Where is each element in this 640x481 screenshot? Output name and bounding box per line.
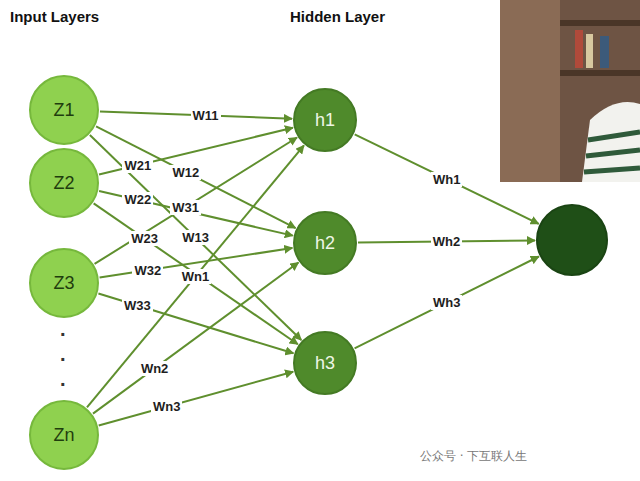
ellipsis-dot: .	[60, 343, 66, 366]
neuron-name: Z3	[53, 273, 74, 294]
webcam-wall	[500, 0, 560, 182]
weight-label: W21	[122, 158, 153, 173]
neuron-circle: h3	[293, 331, 357, 395]
weight-label: W23	[129, 231, 160, 246]
weight-connection	[99, 191, 293, 236]
weight-connection	[99, 372, 293, 426]
neuron-name: h2	[315, 233, 335, 254]
weight-label: Wn2	[139, 361, 170, 376]
weight-label: Wn1	[180, 269, 211, 284]
neuron-circle: h1	[293, 88, 357, 152]
webcam-shelf	[560, 70, 640, 76]
weight-connection	[90, 135, 301, 340]
weight-connection	[355, 134, 539, 223]
webcam-stripes	[584, 132, 640, 172]
neuron-circle: h2	[293, 211, 357, 275]
webcam-person	[582, 102, 640, 182]
circle-outline	[536, 204, 608, 276]
weight-connection	[93, 263, 298, 414]
neuron-name: Z2	[53, 173, 74, 194]
weight-label: W12	[170, 165, 201, 180]
layer-heading: Input Layers	[10, 8, 99, 25]
neuron-circle: Z1	[29, 75, 99, 145]
weight-label: W13	[180, 230, 211, 245]
weight-label: Wh2	[431, 234, 462, 249]
neuron-circle	[536, 204, 608, 276]
layer-heading: Hidden Layer	[290, 8, 385, 25]
weight-label: Wn3	[151, 399, 182, 414]
weight-label: Wh3	[431, 295, 462, 310]
weight-label: W33	[122, 298, 153, 313]
neuron-name: h3	[315, 353, 335, 374]
weight-connection	[95, 137, 297, 263]
neuron-circle: Zn	[29, 400, 99, 470]
weight-label: W31	[170, 200, 201, 215]
weight-label: W32	[132, 263, 163, 278]
neuron-circle: Z3	[29, 248, 99, 318]
webcam-background	[500, 0, 640, 182]
weight-label: W22	[122, 192, 153, 207]
weight-connection	[98, 294, 293, 354]
weight-label: W11	[191, 108, 221, 123]
ellipsis-dot: .	[60, 368, 66, 391]
neuron-name: h1	[315, 110, 335, 131]
weight-label: Wh1	[431, 172, 462, 187]
weight-connection	[96, 126, 296, 228]
webcam-book	[600, 36, 609, 68]
webcam-shelf	[560, 20, 640, 26]
neuron-name: Z1	[53, 100, 74, 121]
weight-connection	[355, 256, 539, 348]
webcam-book	[586, 34, 593, 68]
neuron-circle: Z2	[29, 148, 99, 218]
neuron-name: Zn	[53, 425, 74, 446]
webcam-book	[575, 30, 583, 68]
weight-connection	[87, 145, 304, 407]
ellipsis-dot: .	[60, 318, 66, 341]
watermark: 公众号 · 下互联人生	[420, 448, 527, 465]
